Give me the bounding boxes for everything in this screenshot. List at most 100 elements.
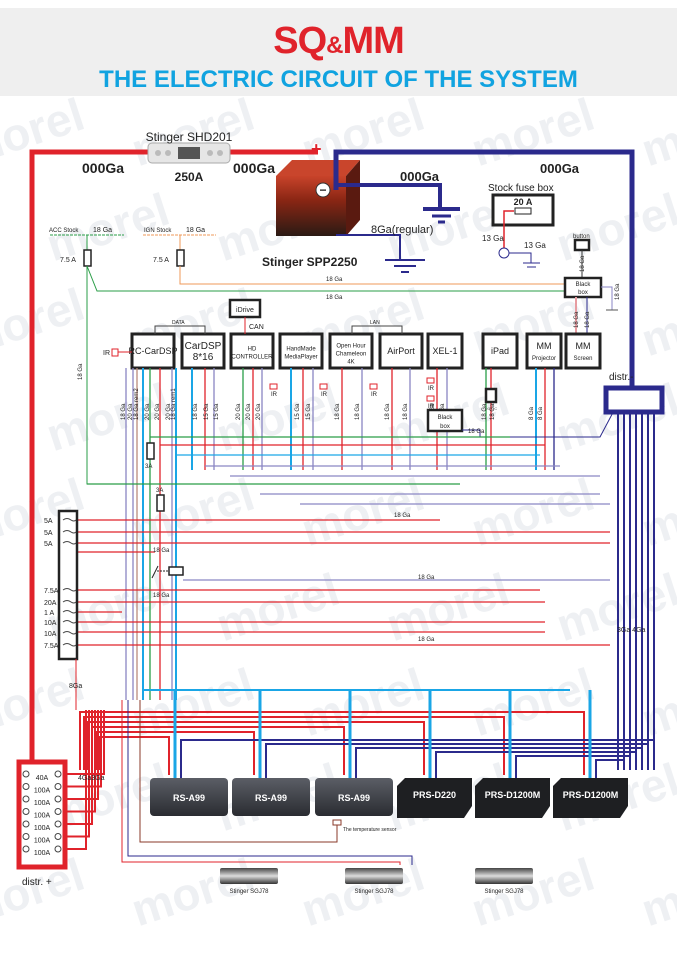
- fuse-icon: [62, 620, 77, 624]
- ign-fuse-icon: [176, 249, 185, 267]
- device-xel1: XEL-1: [426, 332, 464, 370]
- main-fuse-rating: 250A: [175, 170, 204, 184]
- ir-label: IR: [428, 386, 435, 392]
- distr-minus-label: distr.-: [609, 372, 633, 383]
- wire-gauge-label: 18 Ga: [121, 403, 127, 420]
- button-label: button: [573, 234, 590, 240]
- distr-minus-gauges: 3Ga 4Ga: [617, 627, 646, 634]
- device-label: MM: [576, 341, 591, 351]
- wire-gauge-label: 20 Ga: [246, 403, 252, 420]
- device-label: RC-CarDSP: [128, 346, 177, 356]
- distr-plus-output: [65, 710, 87, 850]
- device-box: [426, 332, 464, 370]
- distr-plus-fuse-rating: 100A: [34, 850, 51, 857]
- distr-plus-output: [65, 710, 93, 825]
- acc-bus-gauge: 18 Ga: [326, 295, 343, 301]
- cable-label-left: 000Ga: [82, 160, 124, 176]
- can-label: CAN: [249, 324, 264, 331]
- regular-ground-label: 8Ga(regular): [371, 224, 433, 236]
- ground-symbol-main: [423, 207, 460, 224]
- stock-fuse-rating: 20 A: [514, 197, 533, 207]
- acc-gauge: 18 Ga: [93, 227, 112, 234]
- wire-gauge-label: 18 Ga rem2: [134, 388, 140, 420]
- main-power-cable: [29, 149, 318, 770]
- ir-icon: [369, 383, 378, 390]
- fuse-terminal-icon: [54, 795, 62, 803]
- black-box-xel-line1: Black: [438, 415, 454, 421]
- distr-plus-output: [65, 710, 102, 788]
- brand-sq: SQ: [273, 20, 327, 62]
- fuse-block-feed-label: 8Ga: [69, 683, 82, 690]
- main-fuse-holder: [147, 142, 231, 164]
- ir-label: IR: [321, 392, 328, 398]
- device-ipad: iPad: [481, 332, 519, 370]
- amp-power-wire: [99, 736, 170, 775]
- relay-label-1: 18 Ga: [153, 548, 170, 554]
- device-box: [278, 332, 324, 370]
- ign-label: IGN Stock: [144, 228, 172, 234]
- amplifier: PRS-D1200M: [553, 778, 628, 818]
- wire-gauge-label: 15 Ga: [214, 403, 220, 420]
- button-icon[interactable]: [573, 238, 591, 252]
- amp-power-wire: [83, 716, 505, 775]
- distr-plus-label: distr. +: [22, 877, 52, 888]
- amplifier-name: PRS-D220: [413, 790, 456, 800]
- ground-symbol-regular: [385, 259, 425, 273]
- device-rc-cardsp: RC-CarDSP: [128, 332, 178, 370]
- ign-gauge: 18 Ga: [186, 227, 205, 234]
- device-label: Projector: [532, 356, 556, 362]
- fuse-icon: [62, 631, 77, 635]
- fuse-rating: 20A: [44, 600, 57, 607]
- distr-plus-fuse-rating: 100A: [34, 788, 51, 795]
- relay-coil-icon: [168, 566, 184, 576]
- xel-black-out-label: 18 Ga: [468, 429, 485, 435]
- amp-ground-wire: [355, 747, 643, 778]
- acc-fuse-rating: 7.5 A: [60, 257, 76, 264]
- device-label: CarDSP: [185, 341, 222, 352]
- device-label: AirPort: [387, 346, 415, 356]
- connector-icon: [498, 247, 510, 259]
- fuse-terminal-icon: [54, 808, 62, 815]
- amp-power-wire: [91, 726, 345, 775]
- mid-gauge-2: 18 Ga: [418, 575, 435, 581]
- left-bus-gauge: 18 Ga: [78, 363, 84, 380]
- amp-ground-wire: [265, 743, 649, 778]
- wire-gauge-label: 18 Ga rem1: [171, 388, 177, 420]
- stock-fuse-icon: [514, 207, 532, 215]
- wire-gauge-label: 20 Ga: [155, 403, 161, 420]
- wire-gauge-label: 15 Ga: [306, 403, 312, 420]
- fuse-rating: 5A: [44, 530, 53, 537]
- battery-minus-icon: [315, 182, 331, 198]
- device-label: iPad: [491, 346, 509, 356]
- black-box-xel-line2: box: [440, 424, 450, 430]
- idrive-label: iDrive: [236, 307, 254, 314]
- amp-ground-wire: [515, 755, 631, 778]
- device-box: [180, 332, 226, 370]
- wire-gauge-label: 18 Ga: [355, 403, 361, 420]
- distr-plus-output: [65, 710, 96, 813]
- ground-cable-label: 000Ga: [400, 169, 440, 184]
- ir-icon: [319, 383, 328, 390]
- wire-gauge-label: 18 Ga: [585, 311, 591, 328]
- brand-mm: MM: [342, 20, 404, 62]
- fuse-rating: 7.5A: [44, 643, 59, 650]
- distr-plus-gauges: 4Ga3Ga: [78, 775, 105, 782]
- fuse-terminal-icon: [22, 820, 30, 828]
- wire-gauge-label: 20 Ga: [236, 403, 242, 420]
- fuse-icon: [62, 600, 77, 604]
- fuse-icon: [62, 530, 77, 534]
- device-box: [328, 332, 374, 370]
- fuse-terminal-icon: [22, 833, 30, 840]
- ground-bus: [333, 149, 635, 390]
- fuse-icon: [62, 610, 77, 614]
- fuse-rating: 5A: [44, 518, 53, 525]
- ground-bundle: [617, 412, 655, 770]
- wire-gauge-label: 15 Ga: [204, 403, 210, 420]
- fuse-rating: 7.5A: [44, 588, 59, 595]
